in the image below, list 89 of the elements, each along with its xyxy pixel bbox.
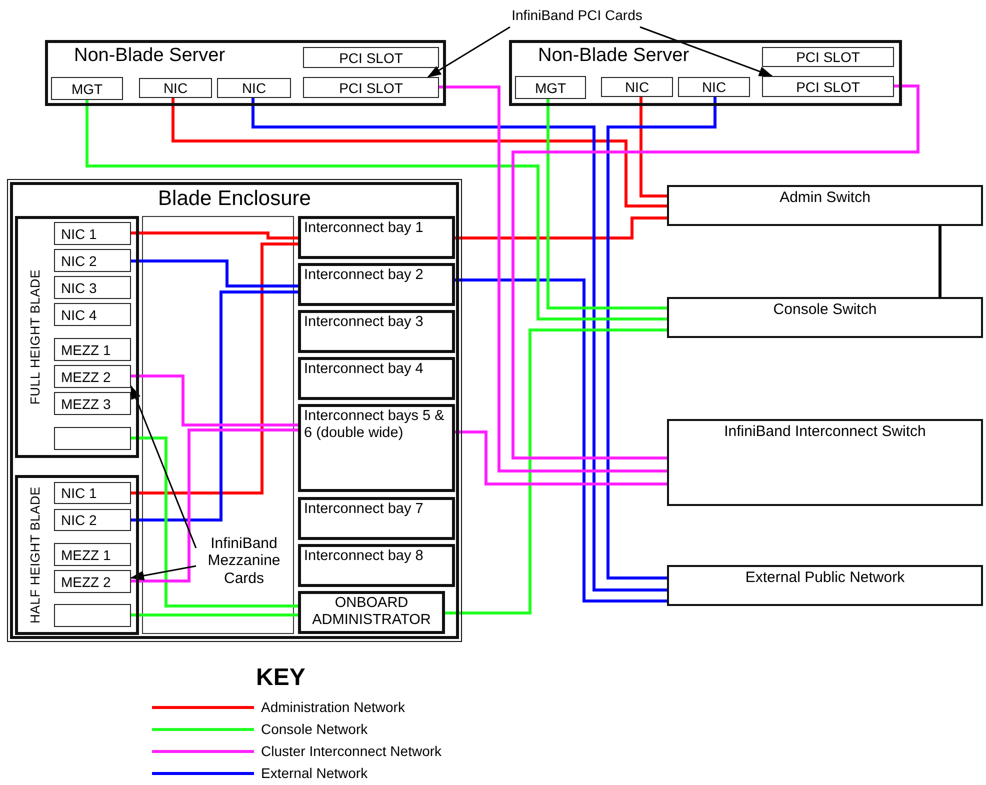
network-cable	[131, 374, 298, 426]
blade-label: FULL HEIGHT BLADE	[28, 269, 42, 405]
server-title: Non-Blade Server	[74, 45, 226, 67]
switch-box	[667, 185, 983, 226]
callout-text: InfiniBand Mezzanine Cards	[196, 535, 292, 593]
network-cable	[455, 278, 667, 602]
network-cable	[439, 86, 667, 472]
blade-box	[15, 475, 139, 635]
switch-label: Admin Switch	[780, 189, 870, 206]
port-box: MEZZ 1	[54, 543, 131, 566]
port-box: NIC 4	[54, 303, 131, 326]
network-cable	[131, 290, 298, 522]
legend-label: Administration Network	[261, 699, 405, 715]
network-cable	[86, 100, 667, 320]
interconnect-bay	[298, 357, 455, 400]
blade-label: HALF HEIGHT BLADE	[28, 486, 42, 624]
bay-label: Interconnect bay 1	[304, 220, 424, 237]
port-box: MEZZ 2	[54, 570, 131, 593]
switch-label: External Public Network	[745, 569, 905, 586]
leader-arrow	[130, 385, 197, 548]
port-box: NIC	[217, 78, 291, 98]
server-box	[45, 40, 446, 106]
port-box: MEZZ 1	[54, 338, 131, 361]
network-cable	[546, 99, 667, 310]
port-box: NIC 3	[54, 276, 131, 299]
legend-label: Console Network	[261, 721, 368, 737]
port-box: MGT	[515, 76, 586, 99]
network-cable	[131, 260, 298, 288]
leader-arrow	[427, 26, 510, 78]
empty-port-box	[54, 604, 131, 627]
port-box: NIC 1	[54, 482, 131, 504]
port-box: NIC	[678, 77, 750, 97]
network-cable	[640, 97, 667, 198]
leader-arrow	[130, 565, 196, 581]
legend-label: Cluster Interconnect Network	[261, 743, 442, 759]
network-cable	[252, 98, 667, 592]
interconnect-bay	[298, 497, 455, 540]
switch-box	[667, 297, 983, 338]
port-box: MEZZ 2	[54, 365, 131, 388]
switch-label: Console Switch	[773, 301, 877, 318]
network-cable	[131, 232, 298, 240]
callout-text: InfiniBand PCI Cards	[492, 7, 662, 27]
leader-arrow	[640, 26, 773, 77]
network-cable	[131, 428, 298, 582]
port-box: NIC 2	[54, 249, 131, 272]
blade-box	[15, 216, 139, 458]
port-box: NIC	[601, 77, 673, 97]
bay-label: Interconnect bay 7	[304, 501, 424, 518]
port-box: MGT	[51, 77, 123, 100]
network-cable	[172, 98, 667, 208]
interconnect-bay	[298, 310, 455, 353]
interconnect-bay	[298, 216, 455, 259]
bay-label: Interconnect bay 8	[304, 548, 424, 565]
server-title: Non-Blade Server	[538, 45, 690, 67]
network-cable	[455, 216, 667, 240]
network-cable	[512, 84, 920, 460]
interconnect-bay	[298, 544, 455, 587]
switch-label: InfiniBand Interconnect Switch	[724, 423, 926, 440]
port-box: PCI SLOT	[762, 76, 894, 97]
port-box: MEZZ 3	[54, 392, 131, 415]
network-cable	[131, 614, 298, 616]
interconnect-bay	[298, 591, 445, 634]
port-box: NIC	[139, 78, 212, 98]
network-cable	[131, 242, 298, 494]
bay-label: Interconnect bay 2	[304, 267, 424, 284]
bay-label: Interconnect bays 5 & 6 (double wide)	[304, 408, 446, 442]
enclosure-title: Blade Enclosure	[157, 187, 312, 211]
server-box	[509, 40, 902, 106]
network-cable	[131, 436, 298, 608]
network-cable	[445, 328, 667, 614]
port-box: PCI SLOT	[303, 47, 439, 68]
port-box: PCI SLOT	[762, 47, 894, 67]
interconnect-bay	[298, 263, 455, 306]
key-title: KEY	[256, 664, 306, 692]
empty-port-box	[54, 427, 131, 450]
bay-label: Interconnect bay 3	[304, 314, 424, 331]
network-cable	[938, 226, 942, 297]
bay-label: Interconnect bay 4	[304, 361, 424, 378]
switch-box	[667, 565, 983, 606]
port-box: NIC 2	[54, 509, 131, 531]
legend-label: External Network	[261, 765, 368, 781]
enclosure-box	[10, 182, 459, 639]
port-box: NIC 1	[54, 222, 131, 245]
bay-label: ONBOARD ADMINISTRATOR	[311, 595, 432, 629]
switch-box	[667, 419, 983, 506]
port-box: PCI SLOT	[303, 77, 439, 98]
interconnect-bay	[298, 404, 455, 492]
network-cable	[455, 430, 667, 486]
network-cable	[606, 97, 716, 580]
